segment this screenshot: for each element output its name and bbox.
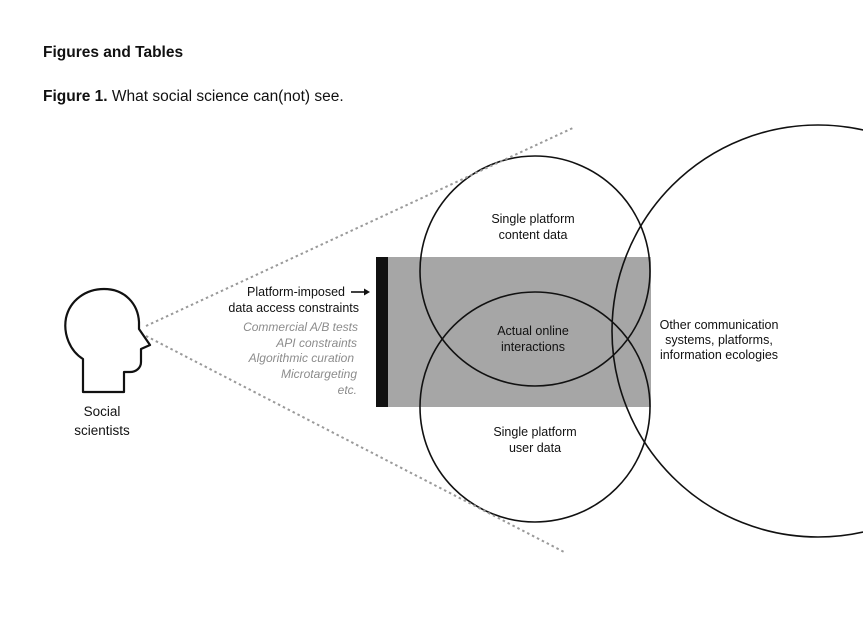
other-systems-circle <box>611 124 863 538</box>
figure-label: Figure 1. <box>43 88 108 105</box>
constraint-item: Algorithmic curation <box>248 351 355 365</box>
observer-label-line2: scientists <box>74 423 130 438</box>
view-cone-lower <box>145 335 567 554</box>
constraint-item: Commercial A/B tests <box>243 320 358 334</box>
overlap-label-line1: Actual online <box>497 324 569 338</box>
barrier-title-line2: data access constraints <box>228 301 359 315</box>
view-cone-upper <box>145 126 576 327</box>
constraint-barrier <box>376 257 388 407</box>
observer-label-line1: Social <box>84 404 121 419</box>
constraints-list: Commercial A/B tests API constraints Alg… <box>243 320 358 397</box>
figure-caption: Figure 1. What social science can(not) s… <box>43 88 344 106</box>
constraint-item: etc. <box>338 383 357 397</box>
arrow-right-icon <box>351 288 370 296</box>
user-data-label-line1: Single platform <box>493 425 576 439</box>
view-band <box>386 257 651 407</box>
other-systems-label-line1: Other communication <box>660 318 779 332</box>
other-systems-label-line3: information ecologies <box>660 348 778 362</box>
content-data-label-line1: Single platform <box>491 212 574 226</box>
barrier-title-line1: Platform-imposed <box>247 285 345 299</box>
constraint-item: API constraints <box>275 336 357 350</box>
figure-caption-text: What social science can(not) see. <box>107 88 344 105</box>
head-icon <box>64 287 152 394</box>
user-data-circle <box>419 291 651 523</box>
other-systems-label-line2: systems, platforms, <box>665 333 773 347</box>
overlap-label-line2: interactions <box>501 340 565 354</box>
content-data-circle <box>419 155 651 387</box>
section-heading: Figures and Tables <box>43 44 184 61</box>
user-data-label-line2: user data <box>509 441 561 455</box>
constraint-item: Microtargeting <box>281 367 357 381</box>
content-data-label-line2: content data <box>499 228 568 242</box>
